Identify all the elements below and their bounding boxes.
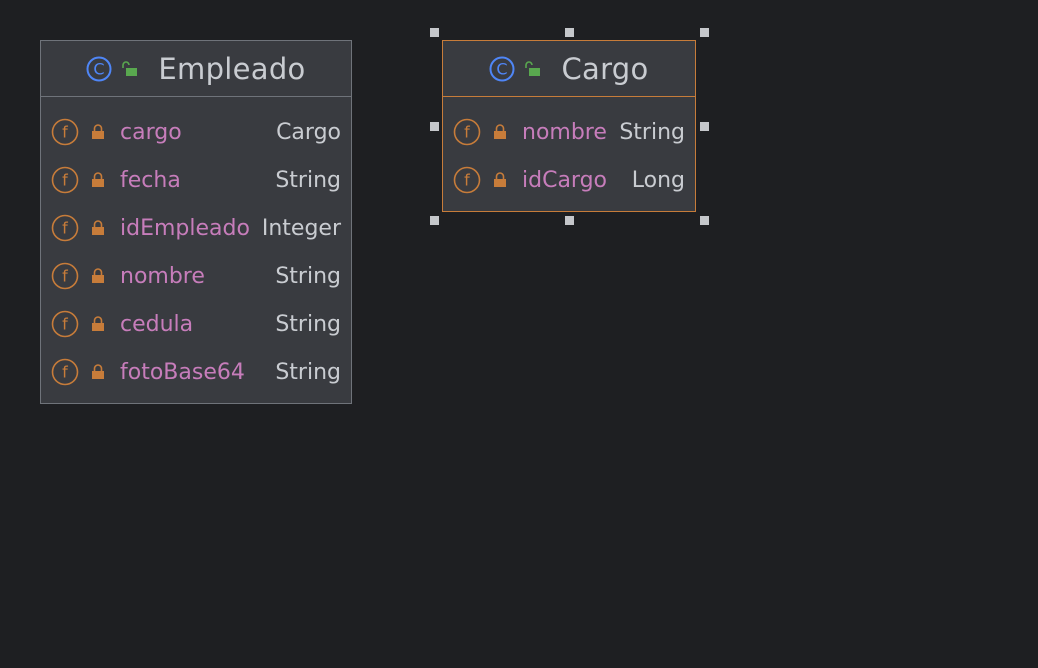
svg-text:f: f <box>464 171 470 190</box>
svg-text:C: C <box>94 59 105 78</box>
class-icon: C <box>489 56 515 81</box>
resize-handle-bottom[interactable] <box>565 216 574 225</box>
lock-icon <box>494 172 506 187</box>
class-header: C Cargo <box>443 41 695 97</box>
field-name: idCargo <box>522 167 608 193</box>
svg-text:f: f <box>62 219 68 238</box>
class-box-empleado[interactable]: C Empleado f cargo Cargo <box>40 40 352 404</box>
field-name: fecha <box>120 167 181 193</box>
class-header: C Empleado <box>41 41 351 97</box>
field-icon: f <box>51 166 79 194</box>
field-name: cedula <box>120 311 194 337</box>
field-type: Long <box>631 167 685 193</box>
field-icon: f <box>51 262 79 290</box>
lock-icon <box>92 316 104 331</box>
svg-text:f: f <box>62 267 68 286</box>
field-icon: f <box>51 310 79 338</box>
field-type: String <box>275 263 341 289</box>
resize-handle-top[interactable] <box>565 28 574 37</box>
field-list: f cargo Cargo f fecha Stri <box>41 97 351 396</box>
field-row[interactable]: f idEmpleado Integer <box>41 204 351 252</box>
resize-handle-bottom-left[interactable] <box>430 216 439 225</box>
svg-text:f: f <box>62 171 68 190</box>
field-name: cargo <box>120 119 182 145</box>
svg-text:C: C <box>497 59 508 78</box>
svg-text:f: f <box>464 123 470 142</box>
field-name: fotoBase64 <box>120 359 245 385</box>
svg-text:f: f <box>62 363 68 382</box>
field-name: idEmpleado <box>120 215 250 241</box>
field-row[interactable]: f idCargo Long <box>443 156 695 204</box>
field-row[interactable]: f fecha String <box>41 156 351 204</box>
lock-icon <box>92 172 104 187</box>
class-title: Empleado <box>158 51 306 86</box>
resize-handle-top-left[interactable] <box>430 28 439 37</box>
field-name: nombre <box>522 119 607 145</box>
lock-icon <box>92 364 104 379</box>
field-name: nombre <box>120 263 205 289</box>
field-type: String <box>275 311 341 337</box>
field-type: String <box>275 167 341 193</box>
field-row[interactable]: f cedula String <box>41 300 351 348</box>
class-title: Cargo <box>561 51 649 86</box>
field-icon: f <box>51 358 79 386</box>
field-type: Cargo <box>276 119 341 145</box>
field-row[interactable]: f fotoBase64 String <box>41 348 351 396</box>
field-row[interactable]: f nombre String <box>443 108 695 156</box>
resize-handle-bottom-right[interactable] <box>700 216 709 225</box>
svg-text:f: f <box>62 123 68 142</box>
lock-icon <box>92 268 104 283</box>
unlock-icon <box>525 60 541 76</box>
class-icon: C <box>86 56 112 81</box>
resize-handle-left[interactable] <box>430 122 439 131</box>
resize-handle-top-right[interactable] <box>700 28 709 37</box>
lock-icon <box>92 220 104 235</box>
lock-icon <box>92 124 104 139</box>
field-icon: f <box>453 118 481 146</box>
lock-icon <box>494 124 506 139</box>
svg-text:f: f <box>62 315 68 334</box>
unlock-icon <box>122 60 138 76</box>
field-type: String <box>619 119 685 145</box>
field-icon: f <box>51 214 79 242</box>
field-type: String <box>275 359 341 385</box>
resize-handle-right[interactable] <box>700 122 709 131</box>
field-icon: f <box>453 166 481 194</box>
field-list: f nombre String f idCargo <box>443 97 695 204</box>
field-type: Integer <box>261 215 341 241</box>
field-icon: f <box>51 118 79 146</box>
field-row[interactable]: f cargo Cargo <box>41 108 351 156</box>
field-row[interactable]: f nombre String <box>41 252 351 300</box>
class-box-cargo[interactable]: C Cargo f nombre String <box>442 40 696 212</box>
